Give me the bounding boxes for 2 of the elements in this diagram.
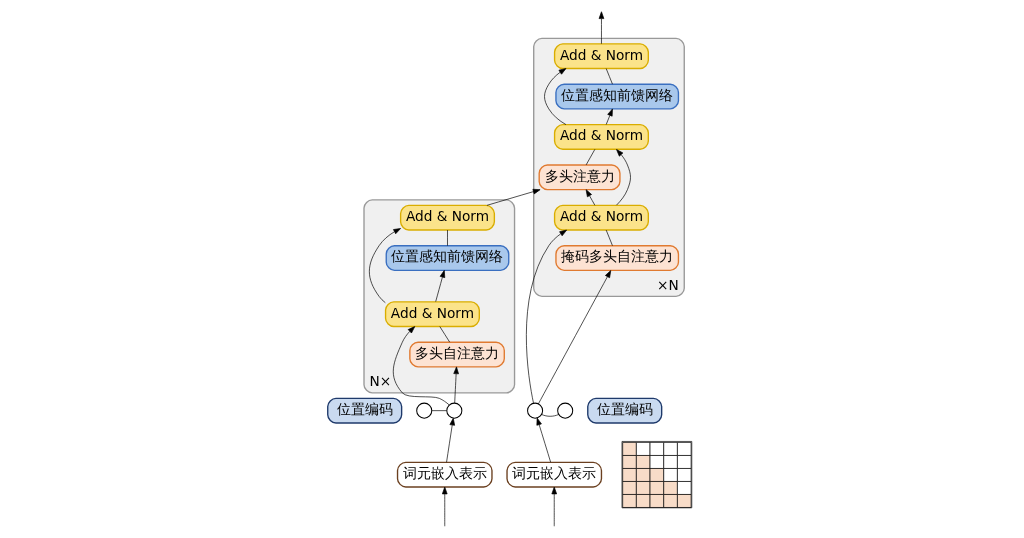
node-label: ×N (656, 276, 679, 293)
node-label: N× (369, 373, 391, 390)
